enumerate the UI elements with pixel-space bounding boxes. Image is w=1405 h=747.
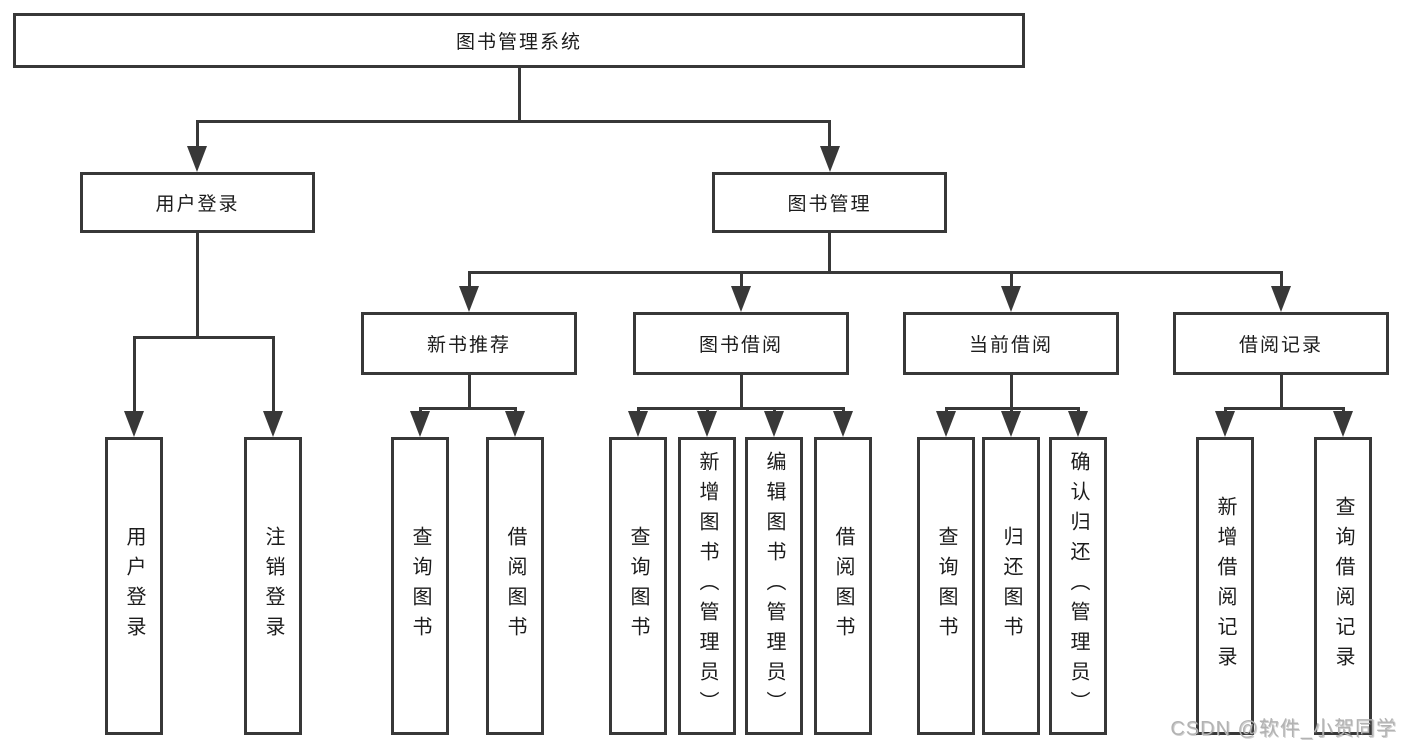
leaf-bb-edit-books-admin: 编辑图书（管理员） (745, 437, 803, 735)
node-current-borrow: 当前借阅 (903, 312, 1119, 375)
connector-user-login-stem (196, 233, 199, 336)
leaf-user-login-label: 用户登录 (123, 526, 145, 646)
connector-ul-leaf1-drop (133, 336, 136, 413)
connector-bb-leaf4-drop (842, 407, 845, 413)
connector-nb-leaf1-drop (419, 407, 422, 413)
connector-borrow-records-splitter (1224, 407, 1344, 410)
leaf-bb-borrow-books-label: 借阅图书 (832, 526, 854, 646)
connector-book-borrow-splitter (637, 407, 844, 410)
connector-user-login-splitter (133, 336, 274, 339)
connector-nb-leaf2-drop (514, 407, 517, 413)
node-new-book-rec-label: 新书推荐 (426, 335, 511, 356)
connector-br-leaf1-drop (1224, 407, 1227, 413)
leaf-nb-borrow-books: 借阅图书 (486, 437, 544, 735)
node-user-login: 用户登录 (80, 172, 315, 233)
connector-borrow-records-stem (1280, 375, 1283, 407)
node-borrow-records-label: 借阅记录 (1238, 335, 1323, 356)
leaf-nb-borrow-books-label: 借阅图书 (504, 526, 526, 646)
leaf-logout-label: 注销登录 (262, 526, 284, 646)
connector-bb-leaf2-drop (706, 407, 709, 413)
leaf-bb-add-books-admin: 新增图书（管理员） (678, 437, 736, 735)
leaf-br-query-record: 查询借阅记录 (1314, 437, 1372, 735)
connector-current-borrow-drop (1010, 271, 1013, 286)
leaf-cb-return-books-label: 归还图书 (1000, 526, 1022, 646)
arrowhead-bb-leaf1 (628, 411, 648, 437)
connector-level1-splitter (196, 120, 831, 123)
connector-bb-leaf1-drop (637, 407, 640, 413)
leaf-br-add-record-label: 新增借阅记录 (1214, 496, 1236, 676)
arrowhead-bb-leaf2 (697, 411, 717, 437)
leaf-logout: 注销登录 (244, 437, 302, 735)
arrowhead-new-book (459, 286, 479, 312)
node-root-label: 图书管理系统 (455, 32, 582, 53)
leaf-br-add-record: 新增借阅记录 (1196, 437, 1254, 735)
node-borrow-records: 借阅记录 (1173, 312, 1389, 375)
connector-ul-leaf2-drop (272, 336, 275, 413)
arrowhead-borrow-records (1271, 286, 1291, 312)
connector-borrow-records-drop (1280, 271, 1283, 286)
connector-root-stem (518, 68, 521, 120)
connector-current-borrow-stem (1010, 375, 1013, 407)
arrowhead-ul-leaf2 (263, 411, 283, 437)
leaf-bb-edit-books-admin-label: 编辑图书（管理员） (763, 451, 785, 721)
connector-level3-splitter (468, 271, 1282, 274)
connector-book-mgmt-stem (828, 233, 831, 271)
arrowhead-user-login (187, 146, 207, 172)
leaf-cb-return-books: 归还图书 (982, 437, 1040, 735)
arrowhead-ul-leaf1 (124, 411, 144, 437)
leaf-nb-query-books-label: 查询图书 (409, 526, 431, 646)
node-root: 图书管理系统 (13, 13, 1025, 68)
arrowhead-cb-leaf1 (936, 411, 956, 437)
leaf-bb-add-books-admin-label: 新增图书（管理员） (696, 451, 718, 721)
leaf-cb-confirm-return-admin-label: 确认归还（管理员） (1067, 451, 1089, 721)
arrowhead-nb-leaf1 (410, 411, 430, 437)
arrowhead-br-leaf1 (1215, 411, 1235, 437)
connector-book-borrow-stem (740, 375, 743, 407)
node-current-borrow-label: 当前借阅 (968, 335, 1053, 356)
arrowhead-nb-leaf2 (505, 411, 525, 437)
connector-cb-leaf3-drop (1077, 407, 1080, 413)
connector-cb-leaf2-drop (1010, 407, 1013, 413)
leaf-cb-query-books-label: 查询图书 (935, 526, 957, 646)
connector-user-login-drop (196, 120, 199, 146)
arrowhead-cb-leaf3 (1068, 411, 1088, 437)
node-book-mgmt-label: 图书管理 (787, 194, 872, 215)
leaf-bb-query-books-label: 查询图书 (627, 526, 649, 646)
node-user-login-label: 用户登录 (155, 194, 240, 215)
leaf-br-query-record-label: 查询借阅记录 (1332, 496, 1354, 676)
connector-br-leaf2-drop (1342, 407, 1345, 413)
connector-new-book-drop (468, 271, 471, 286)
leaf-user-login: 用户登录 (105, 437, 163, 735)
connector-cb-leaf1-drop (945, 407, 948, 413)
leaf-nb-query-books: 查询图书 (391, 437, 449, 735)
leaf-bb-borrow-books: 借阅图书 (814, 437, 872, 735)
connector-book-mgmt-drop (828, 120, 831, 146)
arrowhead-br-leaf2 (1333, 411, 1353, 437)
connector-bb-leaf3-drop (773, 407, 776, 413)
node-book-mgmt: 图书管理 (712, 172, 947, 233)
node-book-borrow-label: 图书借阅 (698, 335, 783, 356)
connector-new-book-stem (468, 375, 471, 407)
connector-book-borrow-drop (740, 271, 743, 286)
connector-new-book-splitter (419, 407, 517, 410)
csdn-watermark: CSDN @软件_小贺同学 (1170, 718, 1397, 740)
leaf-cb-confirm-return-admin: 确认归还（管理员） (1049, 437, 1107, 735)
arrowhead-current-borrow (1001, 286, 1021, 312)
node-book-borrow: 图书借阅 (633, 312, 849, 375)
node-new-book-rec: 新书推荐 (361, 312, 577, 375)
leaf-cb-query-books: 查询图书 (917, 437, 975, 735)
arrowhead-cb-leaf2 (1001, 411, 1021, 437)
arrowhead-bb-leaf4 (833, 411, 853, 437)
arrowhead-book-mgmt (820, 146, 840, 172)
leaf-bb-query-books: 查询图书 (609, 437, 667, 735)
arrowhead-bb-leaf3 (764, 411, 784, 437)
arrowhead-book-borrow (731, 286, 751, 312)
